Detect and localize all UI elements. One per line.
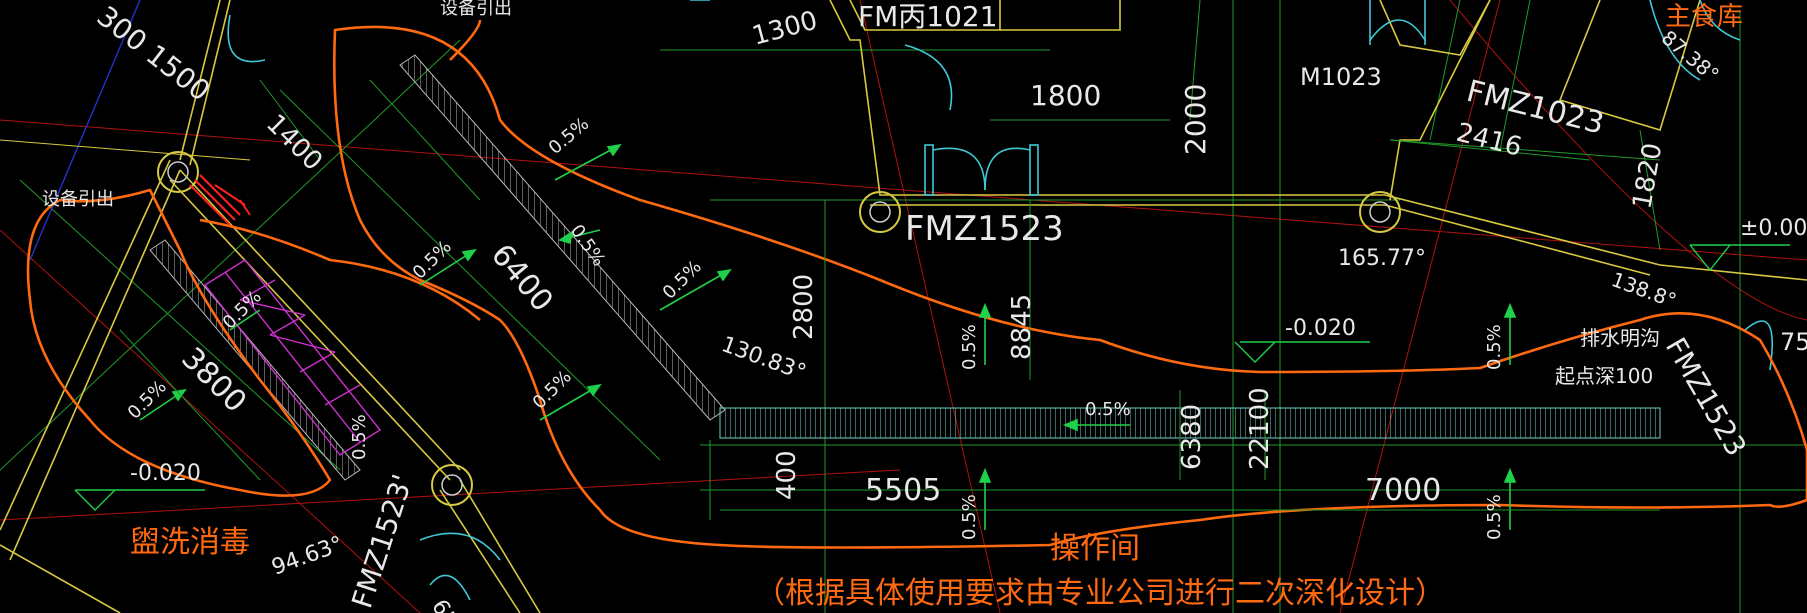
- room-washroom: 盥洗消毒: [130, 525, 250, 560]
- dim-1800: 1800: [1030, 79, 1101, 112]
- slope-label: 0.5%: [1484, 324, 1505, 370]
- note-start-depth: 起点深100: [1555, 364, 1653, 388]
- dim-300-1500: 300 1500: [91, 0, 217, 108]
- elevation-markers: [74, 244, 1790, 511]
- elevation-pm0000: ±0.000: [1740, 216, 1807, 241]
- slope-arrows: [139, 143, 1517, 530]
- door-fmz1523-center: FMZ1523: [905, 209, 1064, 249]
- slope-label: 0.5%: [124, 376, 171, 423]
- slope-label: 0.5%: [1484, 494, 1505, 540]
- yellow-ref-line: [0, 139, 251, 161]
- equipment-label-top: 设备引出: [440, 0, 512, 19]
- dim-1300: 1300: [749, 6, 821, 52]
- room-operation-note: （根据具体使用要求由专业公司进行二次深化设计）: [755, 576, 1445, 611]
- dim-1400: 1400: [260, 109, 328, 177]
- dim-2800: 2800: [789, 274, 819, 340]
- orange-boundary: [26, 19, 1807, 549]
- elevation-m020-center: -0.020: [1285, 316, 1356, 341]
- door-m1023: M1023: [1300, 63, 1382, 91]
- slope-label: 0.5%: [545, 113, 594, 158]
- elevation-m020-left: -0.020: [130, 461, 201, 486]
- door-fm-c1021: FM丙1021: [858, 0, 998, 33]
- slope-label: 0.5%: [959, 494, 980, 540]
- slope-label: 0.5%: [959, 324, 980, 370]
- equipment-label-left: 设备引出: [42, 189, 114, 210]
- dim-65: 65: [426, 596, 462, 613]
- magenta-grate: [203, 259, 382, 456]
- blue-axis: [29, 0, 141, 261]
- doors-cyan: [227, 0, 1773, 601]
- door-fmz1523-left: FMZ1523': [345, 470, 419, 612]
- dim-6380: 6380: [1177, 404, 1207, 470]
- dim-7000: 7000: [1365, 473, 1441, 508]
- equipment-marks: [189, 174, 251, 226]
- dim-6400: 6400: [484, 238, 560, 319]
- angle-165-77: 165.77°: [1338, 246, 1426, 271]
- dim-1820: 1820: [1627, 141, 1668, 211]
- dim-2000: 2000: [1179, 84, 1212, 155]
- dim-22100: 22100: [1245, 387, 1275, 470]
- slope-label: 0.5%: [1085, 399, 1131, 420]
- angle-87-38: 87.38°: [1657, 25, 1724, 87]
- room-operation: 操作间: [1050, 531, 1140, 566]
- slope-label: 0.5%: [349, 414, 370, 460]
- note-drain: 排水明沟: [1580, 326, 1660, 350]
- dim-5505: 5505: [865, 473, 941, 508]
- room-corner: 主食库: [1665, 2, 1743, 32]
- angle-94-63: 94.63°: [269, 532, 347, 581]
- dim-400: 400: [772, 450, 802, 500]
- door-fmz1523-right: FMZ1523: [1659, 332, 1753, 462]
- dim-8845: 8845: [1007, 294, 1037, 360]
- dim-2416: 2416: [1453, 118, 1524, 163]
- columns: [157, 151, 1401, 506]
- dimension-lines: [119, 79, 1661, 520]
- dim-75: 75: [1780, 328, 1807, 356]
